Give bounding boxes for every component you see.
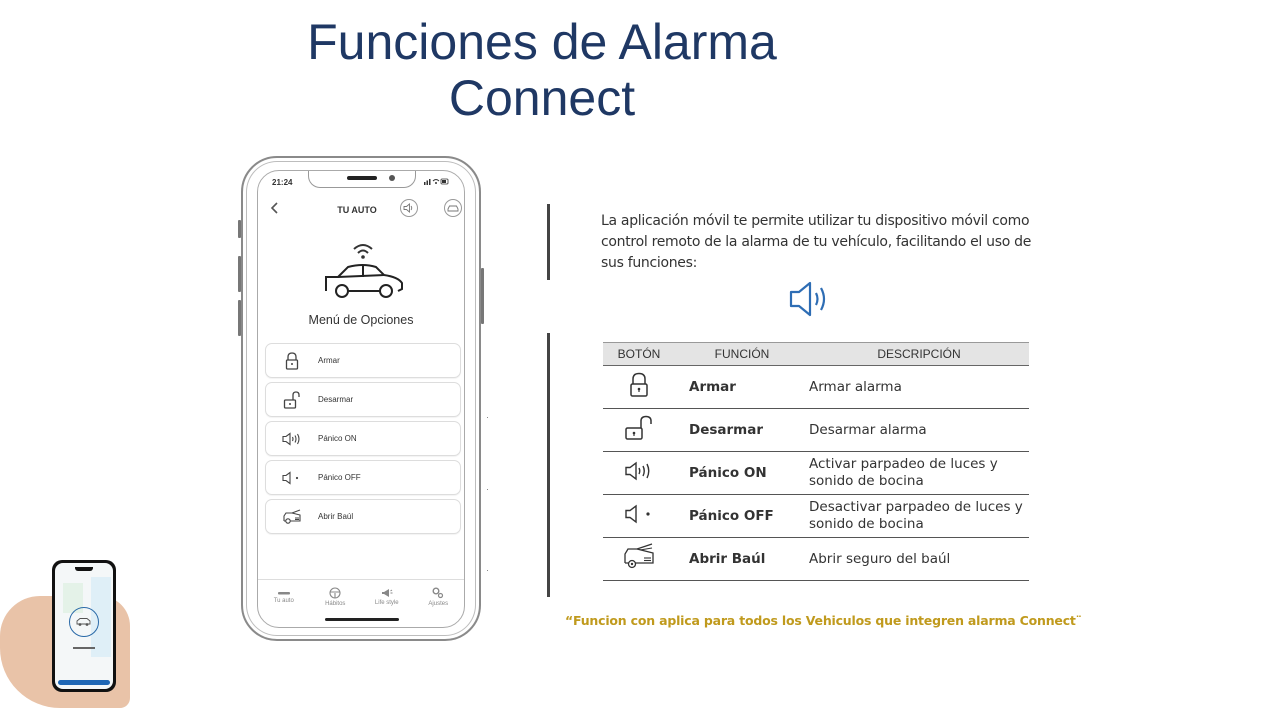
table-row: Pánico OFF Desactivar parpadeo de luces … [603, 494, 1029, 538]
stray-mark: · [486, 484, 489, 494]
menu-item-label: Armar [318, 356, 340, 365]
footnote: “Funcion con aplica para todos los Vehic… [565, 613, 1082, 628]
speaker-on-icon [603, 451, 675, 495]
menu-item-label: Abrir Baúl [318, 512, 354, 521]
status-icons [424, 177, 450, 187]
function-description: Abrir seguro del baúl [809, 537, 1029, 581]
phone-notch [308, 171, 416, 188]
divider-bar [547, 333, 550, 597]
function-description: Desarmar alarma [809, 408, 1029, 452]
functions-table: BOTÓN FUNCIÓN DESCRIPCIÓN Armar Armar al… [603, 342, 1029, 581]
app-header: TU AUTO [258, 199, 464, 223]
function-description: Desactivar parpadeo de luces y sonido de… [809, 494, 1029, 538]
function-name: Desarmar [675, 408, 809, 452]
earpiece [347, 176, 377, 180]
phone-mockup: 21:24 TU AUTO [238, 156, 484, 641]
tab-ajustes[interactable]: Ajustes [413, 580, 465, 613]
function-description: Armar alarma [809, 365, 1029, 409]
speaker-on-icon [788, 280, 832, 323]
menu-item-panico-off[interactable]: Pánico OFF [265, 460, 461, 495]
menu-item-panico-on[interactable]: Pánico ON [265, 421, 461, 456]
lock-open-icon [603, 408, 675, 452]
tab-label: Life style [374, 599, 399, 606]
slide-title-line2: Connect [448, 70, 636, 126]
car-circle-icon [69, 607, 99, 637]
lock-closed-icon [266, 351, 318, 370]
lock-open-icon [266, 390, 318, 409]
signal-wifi-battery-icon [424, 178, 449, 185]
phone-volume-down [238, 300, 241, 336]
function-name: Abrir Baúl [675, 537, 809, 581]
intro-text: La aplicación móvil te permite utilizar … [601, 213, 1032, 271]
tab-tu-auto[interactable]: Tu auto [258, 580, 310, 613]
menu-item-desarmar[interactable]: Desarmar [265, 382, 461, 417]
header-car-button[interactable] [444, 199, 462, 217]
car-trunk-icon [266, 508, 318, 525]
tab-bar: Tu auto Hábitos Life style Ajustes [258, 579, 464, 613]
menu-item-abrir-baul[interactable]: Abrir Baúl [265, 499, 461, 534]
menu-item-armar[interactable]: Armar [265, 343, 461, 378]
table-header-row: BOTÓN FUNCIÓN DESCRIPCIÓN [603, 342, 1029, 366]
app-header-title: TU AUTO [337, 205, 377, 215]
home-indicator [325, 618, 399, 621]
speaker-on-icon [266, 431, 318, 446]
front-camera [389, 175, 395, 181]
stray-mark: · [486, 565, 489, 575]
function-name: Pánico ON [675, 451, 809, 495]
tab-label: Hábitos [325, 600, 346, 607]
hand-phone-label [73, 647, 95, 649]
header-descripcion: DESCRIPCIÓN [809, 342, 1029, 366]
hand-phone-screen [55, 563, 113, 689]
header-boton: BOTÓN [603, 342, 675, 366]
phone-side-button [238, 220, 241, 238]
slide-title: Funciones de Alarma Connect [240, 14, 844, 126]
tab-label: Ajustes [428, 600, 449, 607]
hand-phone-button [58, 680, 110, 685]
status-time: 21:24 [272, 178, 293, 187]
map-patch [91, 577, 111, 657]
divider-bar [547, 204, 550, 280]
hand-phone-notch [75, 567, 93, 571]
car-trunk-icon [603, 537, 675, 581]
car-with-signal-icon [318, 233, 408, 303]
hand-phone [52, 560, 116, 692]
header-speaker-button[interactable] [400, 199, 418, 217]
stray-mark: · [486, 412, 489, 422]
tab-label: Tu auto [273, 597, 294, 604]
table-row: Armar Armar alarma [603, 365, 1029, 409]
speaker-off-icon [603, 494, 675, 538]
speaker-off-icon [266, 470, 318, 485]
speaker-icon [403, 203, 413, 213]
function-name: Armar [675, 365, 809, 409]
megaphone-icon [381, 588, 393, 597]
phone-screen: 21:24 TU AUTO [257, 170, 465, 628]
table-row: Abrir Baúl Abrir seguro del baúl [603, 537, 1029, 581]
function-name: Pánico OFF [675, 494, 809, 538]
table-row: Desarmar Desarmar alarma [603, 408, 1029, 452]
menu-item-label: Pánico ON [318, 434, 357, 443]
header-funcion: FUNCIÓN [675, 342, 809, 366]
function-description: Activar parpadeo de luces y sonido de bo… [809, 451, 1029, 495]
menu-title: Menú de Opciones [308, 313, 414, 327]
tab-habitos[interactable]: Hábitos [310, 580, 362, 613]
menu-list: Armar Desarmar Pánico ON Pánico OFF [265, 343, 461, 538]
slide-title-line1: Funciones de Alarma [307, 14, 777, 70]
phone-volume-up [238, 256, 241, 292]
tab-life-style[interactable]: Life style [361, 580, 413, 613]
back-button[interactable] [270, 201, 280, 217]
hand-holding-phone-image [0, 556, 135, 708]
gears-icon [432, 587, 444, 598]
menu-item-label: Pánico OFF [318, 473, 361, 482]
table-row: Pánico ON Activar parpadeo de luces y so… [603, 451, 1029, 495]
steering-wheel-icon [329, 586, 341, 599]
menu-item-label: Desarmar [318, 395, 354, 404]
car-icon [277, 591, 290, 594]
map-patch [63, 583, 83, 613]
car-icon [447, 205, 459, 212]
lock-closed-icon [603, 365, 675, 409]
chevron-left-icon [270, 202, 278, 214]
phone-power-button [481, 268, 484, 324]
